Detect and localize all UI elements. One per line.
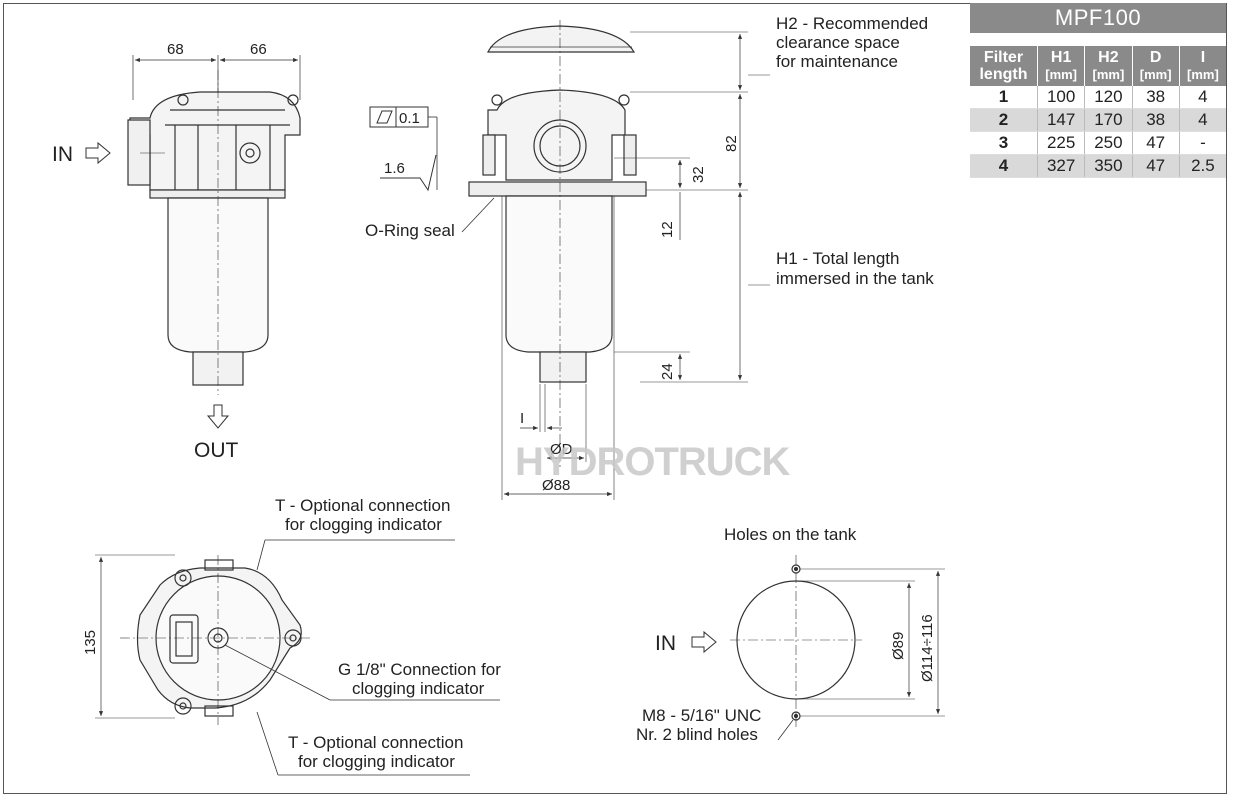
table-row: 4 327 350 47 2.5 [970,154,1226,178]
flatness-value: 0.1 [399,110,420,127]
dim-82: 82 [723,135,740,152]
header-h2: H2[mm] [1084,46,1133,86]
table-cell: 120 [1084,86,1133,109]
roughness-value: 1.6 [384,160,405,177]
label-m8-line2: Nr. 2 blind holes [636,725,758,744]
label-h2-line3: for maintenance [776,52,898,71]
label-g18-line2: clogging indicator [352,679,485,698]
table-cell: 147 [1037,108,1086,132]
table-row: 1 100 120 38 4 [970,86,1226,109]
label-h1-line2: immersed in the tank [776,269,934,288]
table-cell: 170 [1084,108,1133,132]
label-t-top-line1: T - Optional connection [275,496,450,515]
dim-88: Ø88 [542,477,570,494]
label-t-bot-line1: T - Optional connection [288,733,463,752]
spec-table-title: MPF100 [970,3,1226,33]
table-cell: 4 [1179,86,1226,109]
dim-i: I [520,410,524,427]
table-cell: 100 [1037,86,1086,109]
label-h2-line1: H2 - Recommended [776,14,928,33]
table-cell: 350 [1084,154,1133,178]
label-h2-line2: clearance space [776,33,900,52]
label-in-left: IN [52,143,73,166]
dim-66: 66 [250,41,267,58]
header-h1: H1[mm] [1037,46,1086,86]
table-cell: 38 [1132,86,1180,109]
dim-24: 24 [659,363,676,380]
dim-32: 32 [690,166,707,183]
label-t-bot-line2: for clogging indicator [298,752,455,771]
header-d: D[mm] [1132,46,1180,86]
table-cell: 327 [1037,154,1086,178]
side-view-center [369,20,770,500]
label-in-holes: IN [655,632,676,655]
table-cell: 2.5 [1179,154,1226,178]
dim-135: 135 [82,630,99,655]
table-cell: 4 [1179,108,1226,132]
dim-68: 68 [167,41,184,58]
table-cell: 3 [970,131,1038,155]
header-i: I[mm] [1179,46,1226,86]
table-cell: - [1179,131,1226,155]
top-view [95,539,500,776]
table-cell: 38 [1132,108,1180,132]
table-row: 3 225 250 47 - [970,131,1226,155]
drawing-frame [3,3,1227,794]
table-cell: 2 [970,108,1038,132]
table-cell: 47 [1132,131,1180,155]
dim-114: Ø114÷116 [919,614,936,682]
label-oring: O-Ring seal [365,221,455,240]
label-holes-title: Holes on the tank [724,525,857,544]
table-cell: 250 [1084,131,1133,155]
side-view-left [85,55,301,429]
label-h1-line1: H1 - Total length [776,249,899,268]
table-cell: 47 [1132,154,1180,178]
tank-holes-view [691,555,945,741]
label-g18-line1: G 1/8" Connection for [338,660,501,679]
label-m8-line1: M8 - 5/16" UNC [642,706,761,725]
dim-d: ØD [550,441,573,458]
table-cell: 225 [1037,131,1086,155]
dim-89: Ø89 [890,632,907,660]
watermark-logo: HYDROTRUCK [515,440,790,484]
table-cell: 4 [970,154,1038,178]
table-cell: 1 [970,86,1038,109]
dim-12: 12 [659,221,676,238]
table-row: 2 147 170 38 4 [970,108,1226,132]
label-out: OUT [194,439,239,462]
label-t-top-line2: for clogging indicator [285,515,442,534]
